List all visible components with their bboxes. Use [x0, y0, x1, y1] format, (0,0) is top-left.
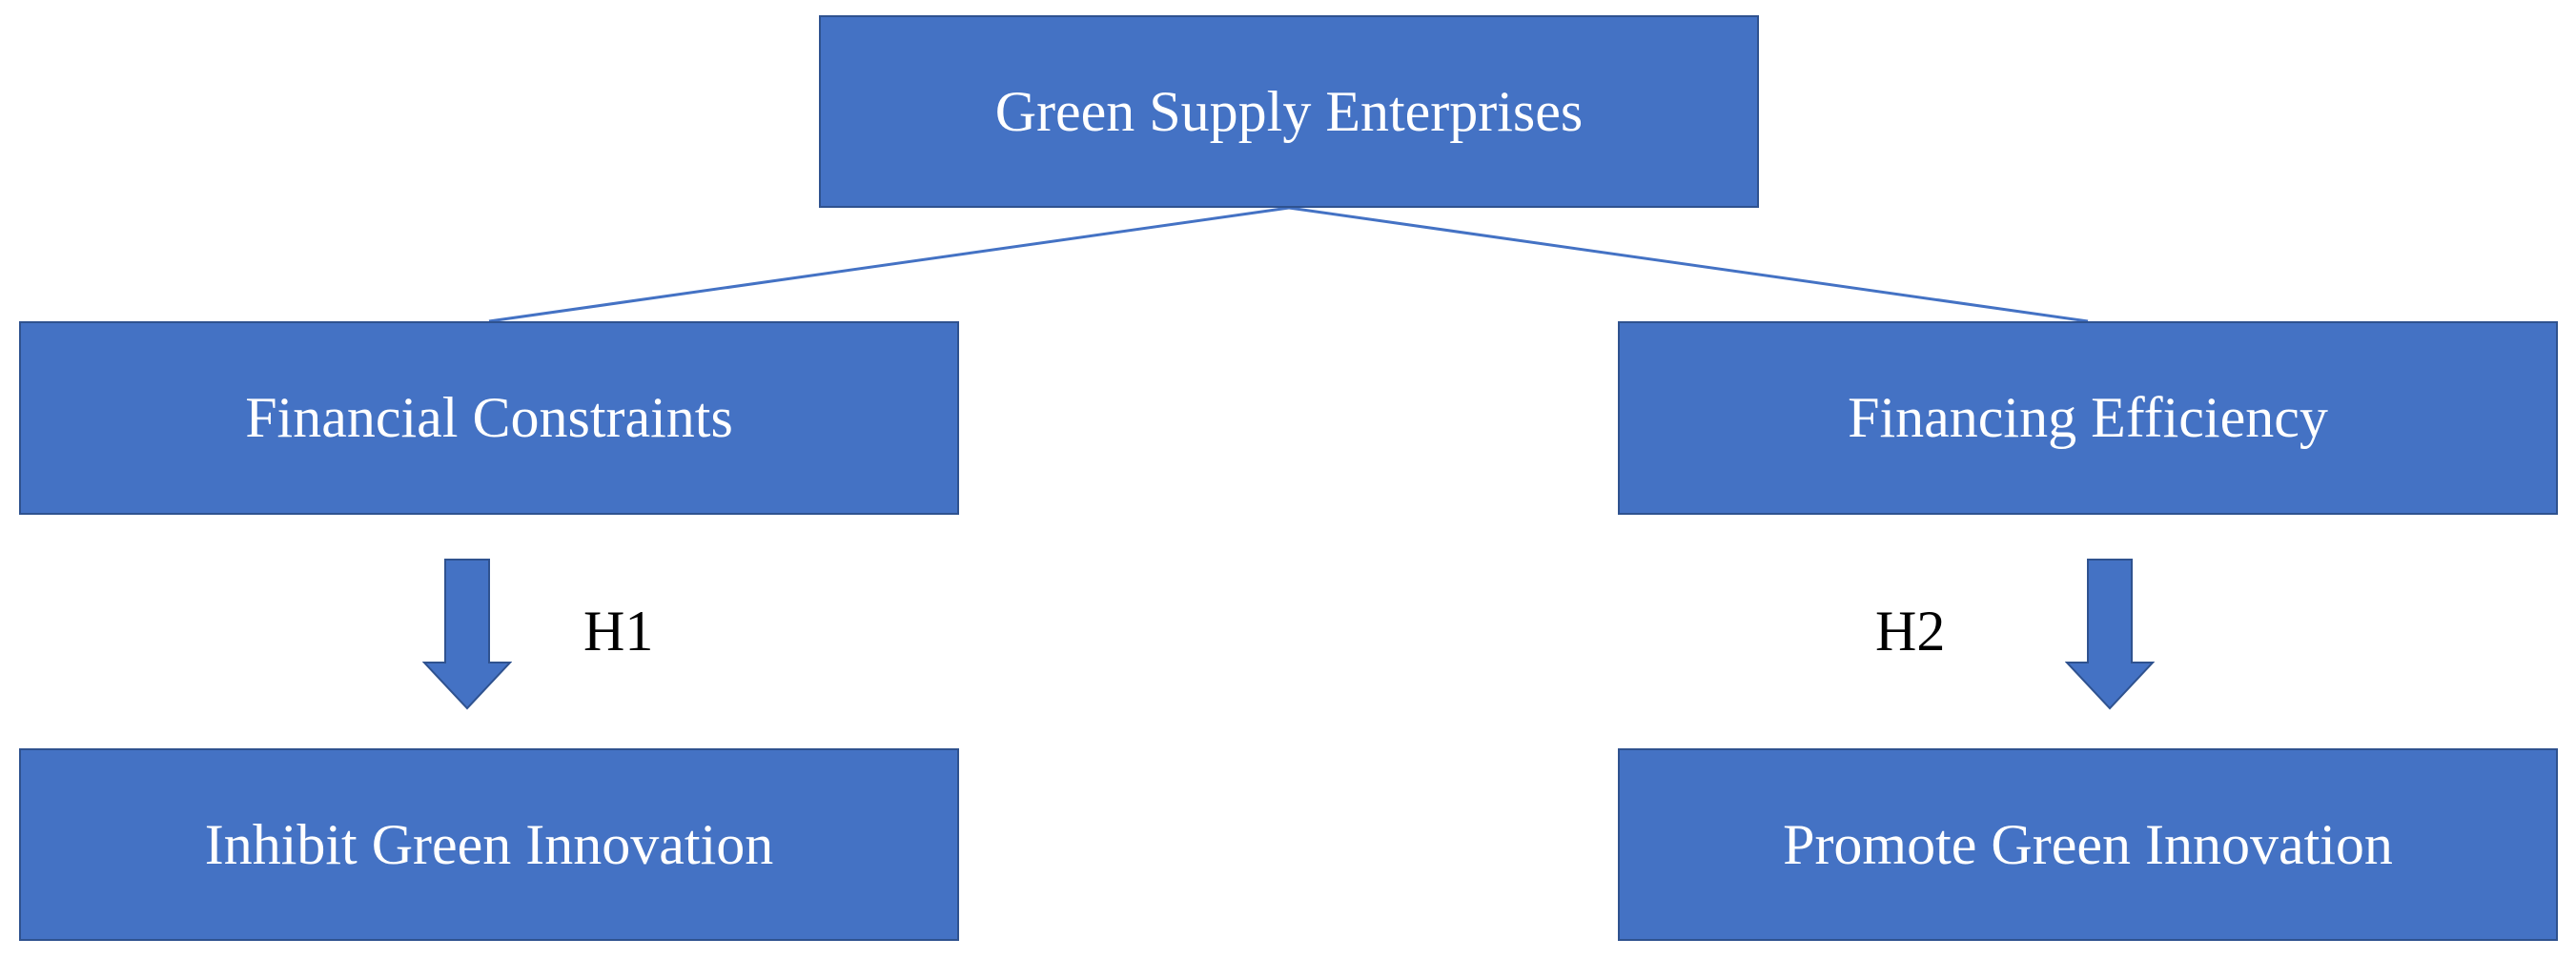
node-green-supply-enterprises: Green Supply Enterprises: [819, 15, 1759, 208]
node-promote-green-innovation: Promote Green Innovation: [1618, 748, 2558, 941]
down-arrow-icon: [2065, 559, 2155, 710]
hypothesis-label-h2: H2: [1875, 600, 1946, 663]
connector-to-financial-constraints: [488, 206, 1290, 323]
down-arrow-icon: [422, 559, 512, 710]
hypothesis-label-h1: H1: [583, 600, 654, 663]
node-label: Promote Green Innovation: [1783, 812, 2393, 876]
node-label: Financial Constraints: [245, 386, 733, 449]
node-label: Inhibit Green Innovation: [204, 812, 774, 876]
node-financing-efficiency: Financing Efficiency: [1618, 321, 2558, 515]
connector-to-financing-efficiency: [1288, 206, 2089, 323]
node-financial-constraints: Financial Constraints: [19, 321, 959, 515]
node-label: Financing Efficiency: [1848, 386, 2328, 449]
node-label: Green Supply Enterprises: [994, 79, 1584, 143]
node-inhibit-green-innovation: Inhibit Green Innovation: [19, 748, 959, 941]
